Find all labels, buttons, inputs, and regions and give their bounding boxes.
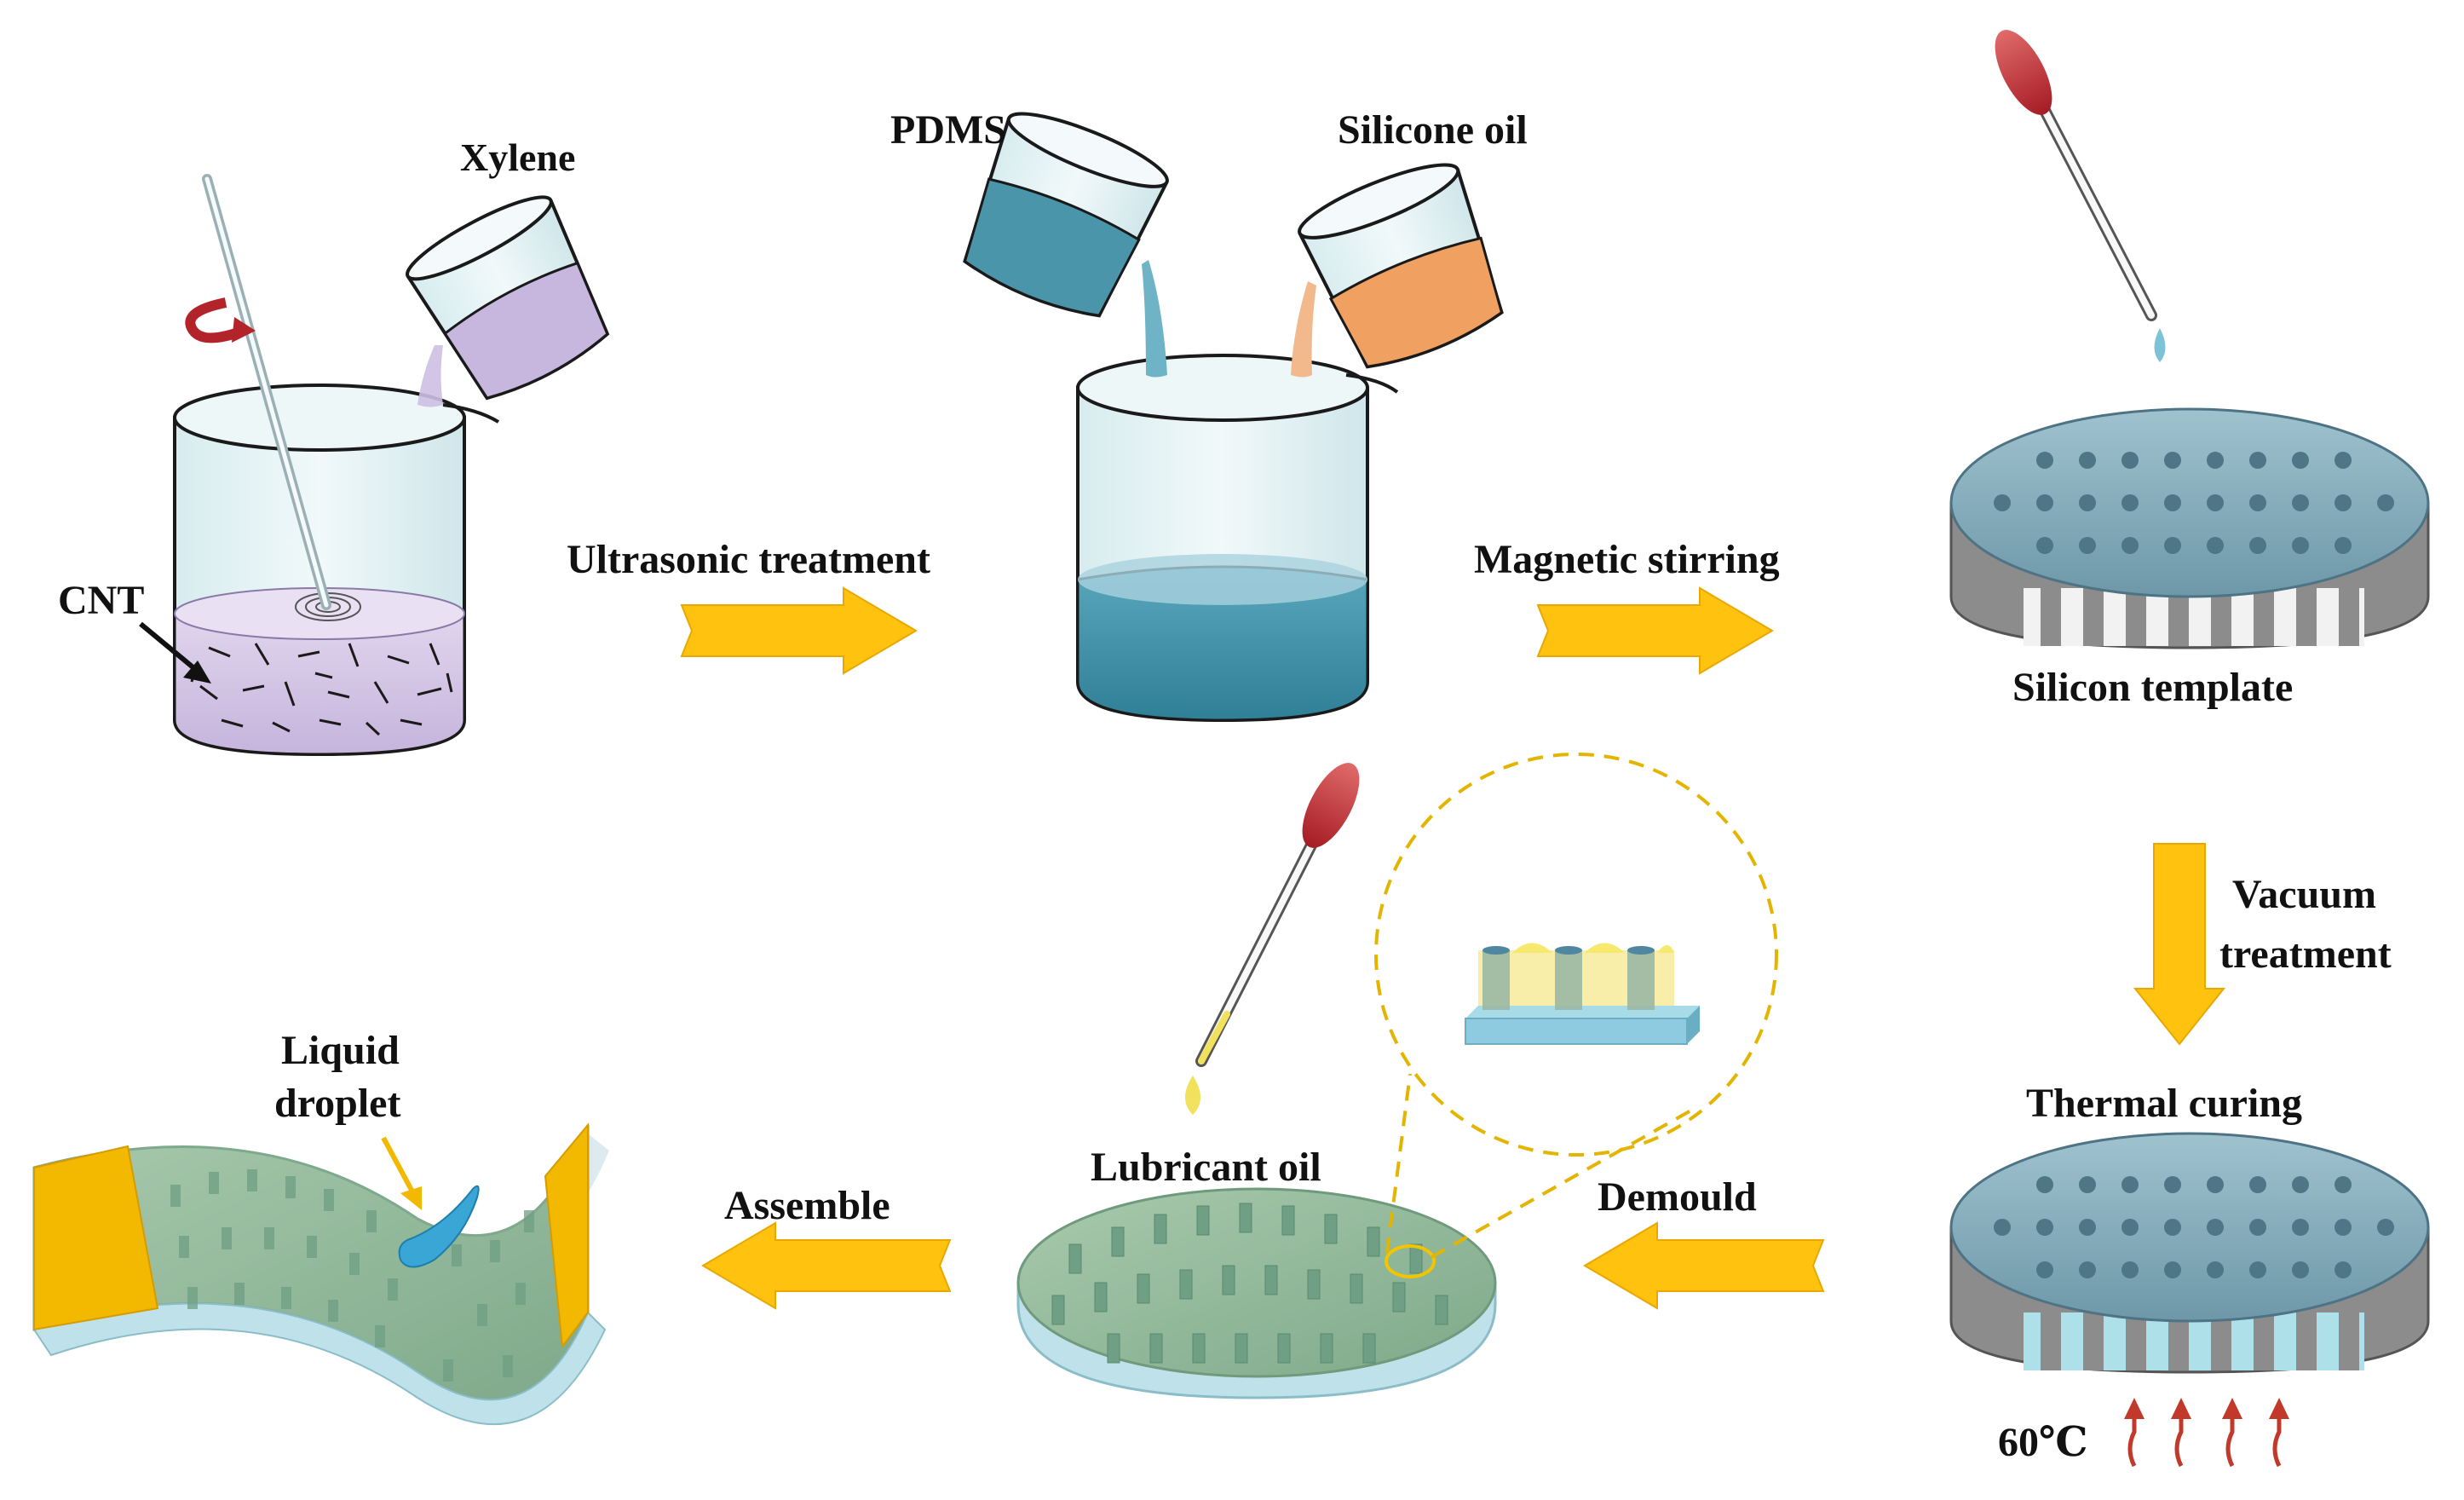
liquid-label: Liquid [281,1028,400,1073]
silicon-template [1949,407,2430,649]
xylene-stream [417,345,443,407]
lubricant-oil-label: Lubricant oil [1091,1145,1321,1190]
block-arrow-icon [1536,586,1774,675]
xylene-beaker [406,195,610,401]
dashed-circle-icon [1374,753,1778,1259]
block-arrow-icon [1583,1221,1825,1310]
cured-template [1949,1132,2430,1374]
droplet-label: droplet [274,1081,400,1126]
magnetic-label: Magnetic stirring [1474,537,1780,582]
ultrasonic-label: Ultrasonic treatment [567,537,930,582]
demould-label: Demould [1598,1174,1757,1220]
lubricated-film [1016,1187,1497,1399]
vacuum-label-1: Vacuum [2232,872,2376,917]
liquid-droplet [398,1185,480,1268]
pdms-beaker [1076,354,1399,723]
block-arrow-icon [680,586,918,675]
temperature-label: 60℃ [1998,1420,2088,1465]
cnt-particles [190,643,453,736]
device-pillars [170,1169,534,1382]
curved-arrow-icon [185,297,256,343]
silicon-template-label: Silicon template [2012,665,2293,710]
silicone-oil-beaker [1298,163,1504,369]
cnt-label: CNT [58,578,144,623]
block-arrow-icon [2133,843,2226,1046]
stirring-rod [202,174,331,610]
block-arrow-icon [701,1221,952,1310]
pdms-pour-beaker [963,112,1169,318]
template-holes [1994,452,2394,554]
dropper-icon [1995,30,2166,362]
cnt-beaker: Xylene CNT [58,136,610,757]
heat-arrow-icon [2124,1398,2289,1468]
dropper-icon [1185,763,1360,1115]
xylene-label: Xylene [460,136,575,179]
pdms-stream [1142,260,1167,378]
silicone-oil-label: Silicone oil [1338,107,1528,153]
cured-holes [1994,1176,2394,1278]
pdms-label: PDMS [890,107,1006,153]
vacuum-label-2: treatment [2219,932,2392,977]
template-pillars [2041,588,2359,646]
silicone-oil-stream [1291,281,1316,378]
arrow-icon [139,621,211,684]
arrow-icon [381,1136,422,1210]
thermal-curing-label: Thermal curing [2026,1081,2302,1126]
curved-device [32,1122,609,1426]
assemble-label: Assemble [724,1183,890,1228]
film-pillars [1051,1203,1448,1364]
magnified-structure [1465,943,1700,1045]
